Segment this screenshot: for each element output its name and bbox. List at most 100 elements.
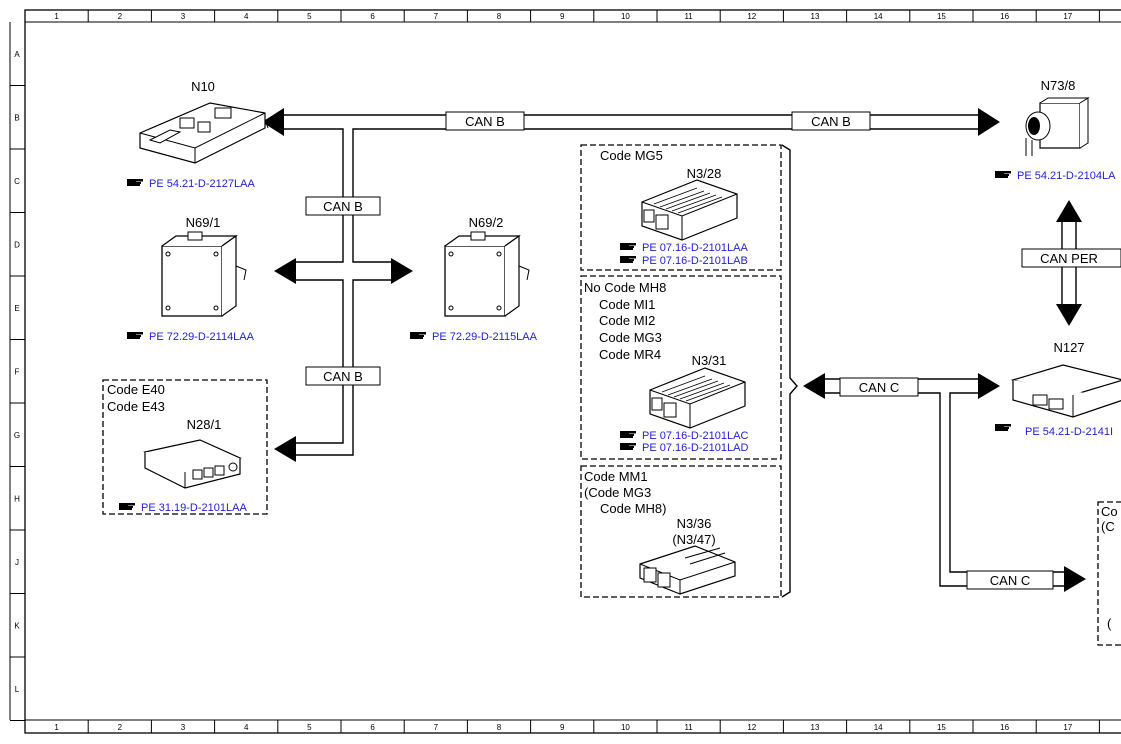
n3-36-module-image xyxy=(639,545,736,595)
n69-1-module-image xyxy=(161,231,247,317)
partial-text-2: (C xyxy=(1101,519,1115,534)
n73-8-name: N73/8 xyxy=(1041,78,1076,93)
n69-2-name: N69/2 xyxy=(469,215,504,230)
left-ruler-row-A: A xyxy=(14,50,20,59)
n3-31-name: N3/31 xyxy=(692,353,727,368)
n69-2-module-image xyxy=(444,231,530,317)
top-ruler-col-16: 16 xyxy=(1000,12,1009,21)
arrow-n28-1 xyxy=(274,436,296,462)
arrow-n69-2 xyxy=(391,258,413,284)
n3-28-code: Code MG5 xyxy=(600,148,663,163)
n28-1-module-image xyxy=(143,439,242,489)
n10-module-image xyxy=(139,102,269,164)
n73-8-ref-link[interactable]: PE 54.21-D-2104LA xyxy=(1017,170,1116,182)
n10-ref-link[interactable]: PE 54.21-D-2127LAA xyxy=(149,178,255,190)
top-ruler-col-13: 13 xyxy=(811,12,820,21)
bottom-ruler-col-14: 14 xyxy=(874,723,883,732)
n28-1-ref-link[interactable]: PE 31.19-D-2101LAA xyxy=(141,502,247,514)
bottom-ruler-col-5: 5 xyxy=(307,723,312,732)
n3-36-code-1: Code MM1 xyxy=(584,469,648,484)
n3-28-name: N3/28 xyxy=(687,166,722,181)
bottom-ruler-col-3: 3 xyxy=(181,723,186,732)
partial-text-1: Co xyxy=(1101,504,1118,519)
bottom-ruler-col-17: 17 xyxy=(1063,723,1072,732)
n28-1-option-box xyxy=(102,379,268,515)
top-ruler-col-9: 9 xyxy=(560,12,565,21)
left-ruler-row-J: J xyxy=(15,558,19,567)
n127-ref-link[interactable]: PE 54.21-D-2141I xyxy=(1025,426,1113,438)
arrow-n127 xyxy=(978,373,1000,399)
n3-31-code-1: No Code MH8 xyxy=(584,280,666,295)
n3-31-code-3: Code MI2 xyxy=(599,313,655,328)
left-ruler-row-D: D xyxy=(14,240,20,249)
bottom-ruler-col-1: 1 xyxy=(54,723,59,732)
left-ruler-row-F: F xyxy=(15,367,20,376)
n3-31-code-2: Code MI1 xyxy=(599,297,655,312)
n28-1-code-1: Code E40 xyxy=(107,382,165,397)
n3-31-option-box xyxy=(580,275,782,460)
arrow-can-per-down xyxy=(1056,304,1082,326)
n3-28-option-box xyxy=(580,144,782,271)
can-b-bus xyxy=(281,114,983,456)
frame-border xyxy=(24,9,1121,734)
arrow-n73-8 xyxy=(978,108,1000,136)
arrow-can-c-down xyxy=(1064,566,1086,592)
top-ruler-col-8: 8 xyxy=(497,12,502,21)
n69-2-ref-link[interactable]: PE 72.29-D-2115LAA xyxy=(432,331,538,343)
can-c-bus xyxy=(819,378,1067,587)
left-ruler-row-K: K xyxy=(14,621,20,630)
n3-31-ref-link-2[interactable]: PE 07.16-D-2101LAD xyxy=(642,442,748,454)
top-ruler-col-5: 5 xyxy=(307,12,312,21)
n3-36-name: N3/36 xyxy=(677,516,712,531)
arrow-can-c-left xyxy=(803,373,825,399)
n3-28-ref-link-2[interactable]: PE 07.16-D-2101LAB xyxy=(642,255,748,267)
top-ruler-col-10: 10 xyxy=(621,12,630,21)
top-ruler-col-12: 12 xyxy=(747,12,756,21)
n3-31-code-4: Code MG3 xyxy=(599,330,662,345)
bottom-ruler-col-11: 11 xyxy=(684,723,693,732)
bottom-ruler-col-8: 8 xyxy=(497,723,502,732)
can-c-label-2: CAN C xyxy=(990,573,1030,588)
bottom-ruler-col-6: 6 xyxy=(370,723,375,732)
partial-option-box xyxy=(1097,501,1121,646)
n3-31-module-image xyxy=(649,367,746,429)
n3-31-ref-link-1[interactable]: PE 07.16-D-2101LAC xyxy=(642,430,748,442)
n28-1-code-2: Code E43 xyxy=(107,399,165,414)
n69-1-ref-link[interactable]: PE 72.29-D-2114LAA xyxy=(149,331,255,343)
bottom-ruler-col-16: 16 xyxy=(1000,723,1009,732)
left-ruler-row-G: G xyxy=(14,431,20,440)
n73-8-module-image xyxy=(1025,97,1090,156)
bottom-ruler-col-10: 10 xyxy=(621,723,630,732)
top-ruler-col-15: 15 xyxy=(937,12,946,21)
n3-28-ref-link-1[interactable]: PE 07.16-D-2101LAA xyxy=(642,242,748,254)
left-ruler-row-L: L xyxy=(15,685,20,694)
arrow-n69-1 xyxy=(274,258,296,284)
left-ruler-row-B: B xyxy=(14,113,19,122)
top-ruler-col-1: 1 xyxy=(54,12,59,21)
n3-36-option-box xyxy=(580,465,782,598)
n28-1-name: N28/1 xyxy=(187,417,222,432)
partial-text-3: ( xyxy=(1107,616,1112,631)
top-ruler-col-17: 17 xyxy=(1063,12,1072,21)
bottom-ruler-col-15: 15 xyxy=(937,723,946,732)
top-ruler-col-14: 14 xyxy=(874,12,883,21)
left-ruler-row-C: C xyxy=(14,177,20,186)
n3-28-module-image xyxy=(641,179,738,241)
can-b-label-4: CAN B xyxy=(323,369,363,384)
top-ruler-col-6: 6 xyxy=(370,12,375,21)
can-b-label-3: CAN B xyxy=(323,199,363,214)
n127-module-image xyxy=(1010,364,1121,418)
bottom-ruler-col-13: 13 xyxy=(811,723,820,732)
arrow-can-per-up xyxy=(1056,200,1082,222)
can-c-label-1: CAN C xyxy=(859,380,899,395)
top-ruler-col-7: 7 xyxy=(434,12,439,21)
bottom-ruler-col-7: 7 xyxy=(434,723,439,732)
bottom-ruler-col-4: 4 xyxy=(244,723,249,732)
top-ruler-col-11: 11 xyxy=(684,12,693,21)
can-b-label-2: CAN B xyxy=(811,114,851,129)
left-ruler-row-E: E xyxy=(14,304,19,313)
n3-36-code-2: (Code MG3 xyxy=(584,485,651,500)
top-ruler-col-2: 2 xyxy=(118,12,123,21)
